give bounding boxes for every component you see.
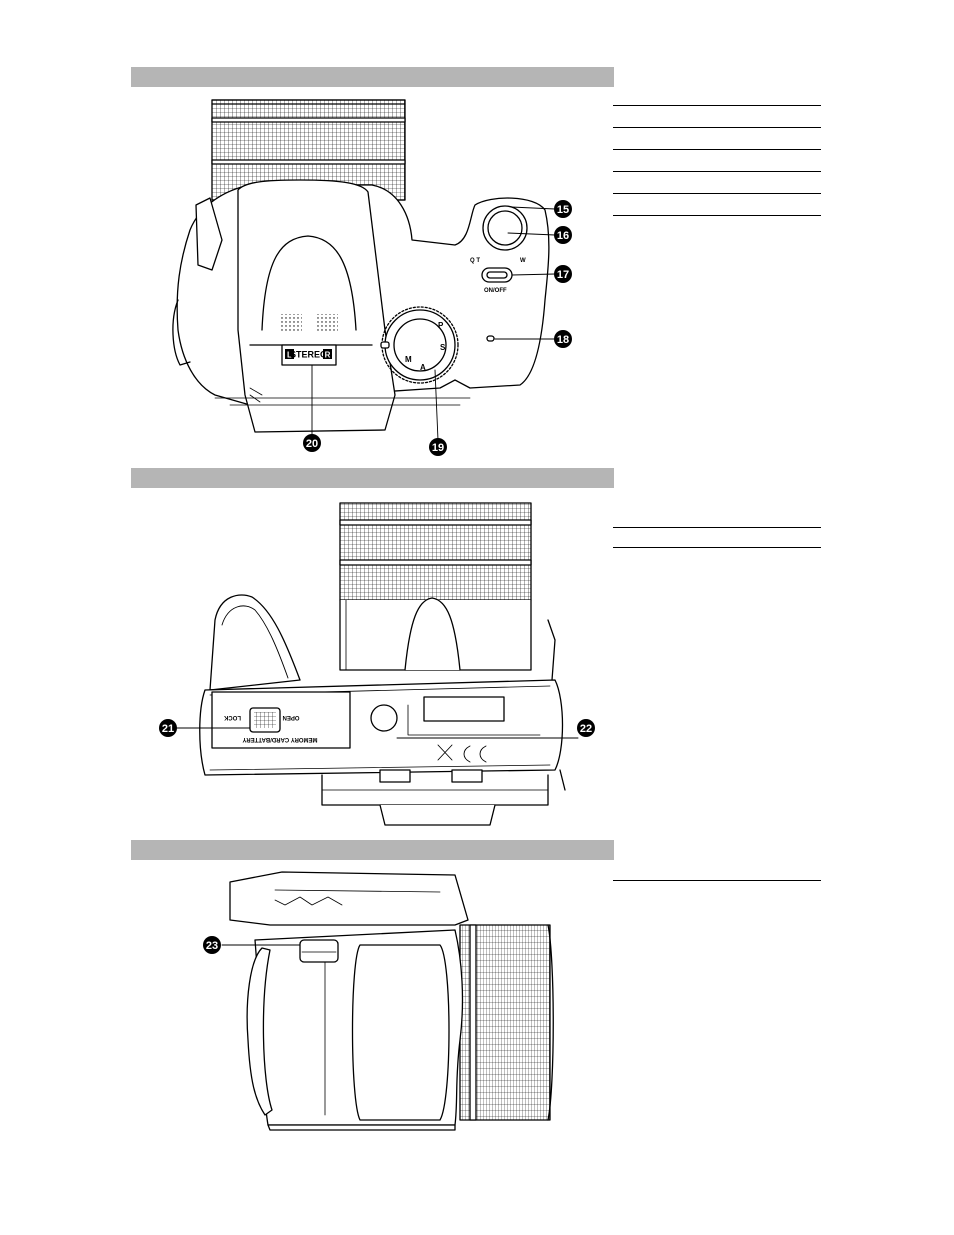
table-rule: [613, 215, 821, 216]
table-rule: [613, 149, 821, 150]
callout-15: 15: [554, 200, 572, 218]
top-view-camera: L STEREO R P S M A Q T W ON/OFF: [172, 99, 556, 441]
svg-text:15: 15: [557, 204, 569, 216]
svg-text:22: 22: [580, 723, 592, 735]
dial-mode-s: S: [440, 343, 446, 352]
section-bar-bottom-view: [131, 468, 614, 488]
stereo-l-label: L: [287, 351, 292, 360]
section-bar-top-view: [131, 67, 614, 87]
table-rule: [613, 105, 821, 106]
callout-17: 17: [554, 265, 572, 283]
svg-text:16: 16: [557, 230, 569, 242]
svg-text:23: 23: [206, 940, 218, 952]
callout-21: 21: [159, 719, 177, 737]
dial-mode-m: M: [405, 355, 412, 364]
svg-text:18: 18: [557, 334, 569, 346]
zoom-w-label: W: [520, 258, 526, 264]
table-rule: [613, 880, 821, 881]
table-rule: [613, 171, 821, 172]
dial-mode-p: P: [438, 321, 444, 330]
svg-text:21: 21: [162, 723, 174, 735]
table-rule: [613, 527, 821, 528]
callout-20: 20: [303, 434, 321, 452]
lock-label: LOCK: [223, 714, 241, 720]
table-rule: [613, 127, 821, 128]
callout-16: 16: [554, 226, 572, 244]
table-rule: [613, 193, 821, 194]
memory-card-label: MEMORY CARD/BATTERY: [243, 736, 318, 742]
callout-19: 19: [429, 438, 447, 456]
svg-text:19: 19: [432, 442, 444, 454]
callout-23: 23: [203, 936, 221, 954]
stereo-r-label: R: [325, 351, 331, 360]
dial-mode-a: A: [420, 363, 426, 372]
side-view-camera: [221, 871, 554, 1131]
table-rule: [613, 547, 821, 548]
bottom-view-camera: LOCK OPEN MEMORY CARD/BATTERY: [175, 502, 579, 826]
open-label: OPEN: [282, 714, 299, 720]
svg-text:20: 20: [306, 438, 318, 450]
callout-18: 18: [554, 330, 572, 348]
svg-text:17: 17: [557, 269, 569, 281]
callout-22: 22: [577, 719, 595, 737]
onoff-label: ON/OFF: [484, 288, 507, 294]
section-bar-side-view: [131, 840, 614, 860]
stereo-label: STEREO: [290, 350, 327, 360]
zoom-t-label: Q T: [470, 258, 480, 264]
